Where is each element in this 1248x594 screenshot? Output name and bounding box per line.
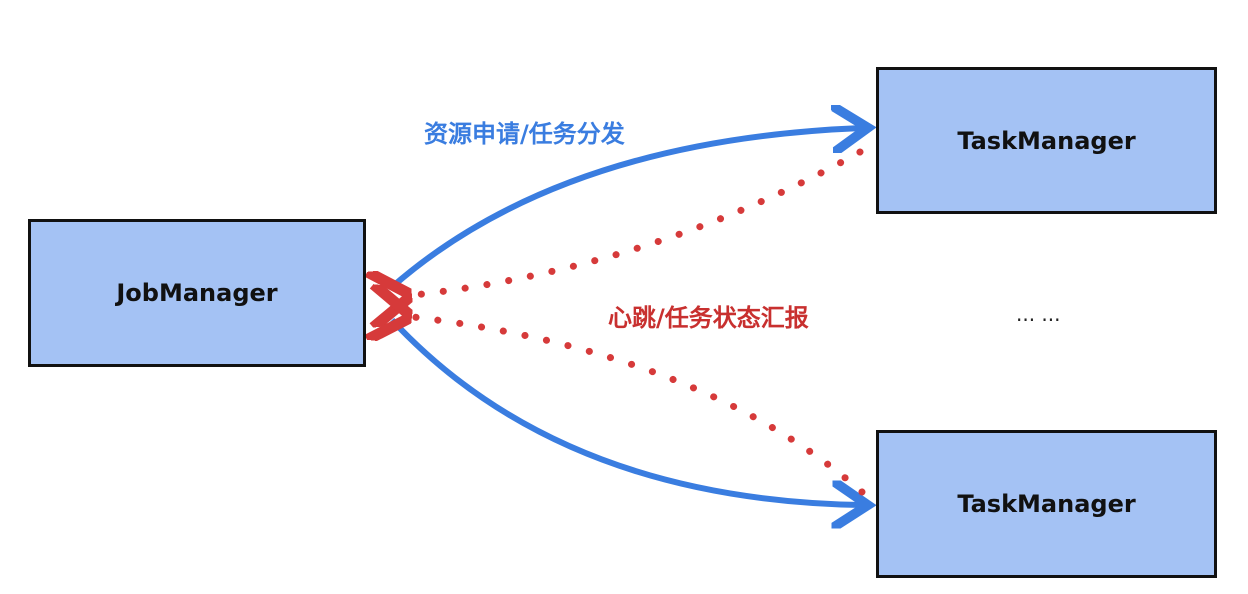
heartbeat-label: 心跳/任务状态汇报	[608, 304, 809, 332]
task-manager-label: TaskManager	[957, 126, 1136, 155]
ellipsis-label: ... ...	[1016, 302, 1061, 326]
request-arrow-top	[390, 128, 862, 290]
request-arrow-bottom	[389, 317, 862, 505]
job-manager-label: JobManager	[116, 279, 278, 307]
job-manager-node: JobManager	[28, 219, 366, 367]
task-manager-label: TaskManager	[957, 490, 1136, 518]
task-manager-node-bottom: TaskManager	[876, 430, 1217, 578]
task-manager-node-top: TaskManager	[876, 67, 1217, 214]
request-label: 资源申请/任务分发	[424, 120, 625, 148]
heartbeat-arrow-bottom	[405, 316, 866, 496]
heartbeat-arrow-top	[405, 148, 864, 296]
